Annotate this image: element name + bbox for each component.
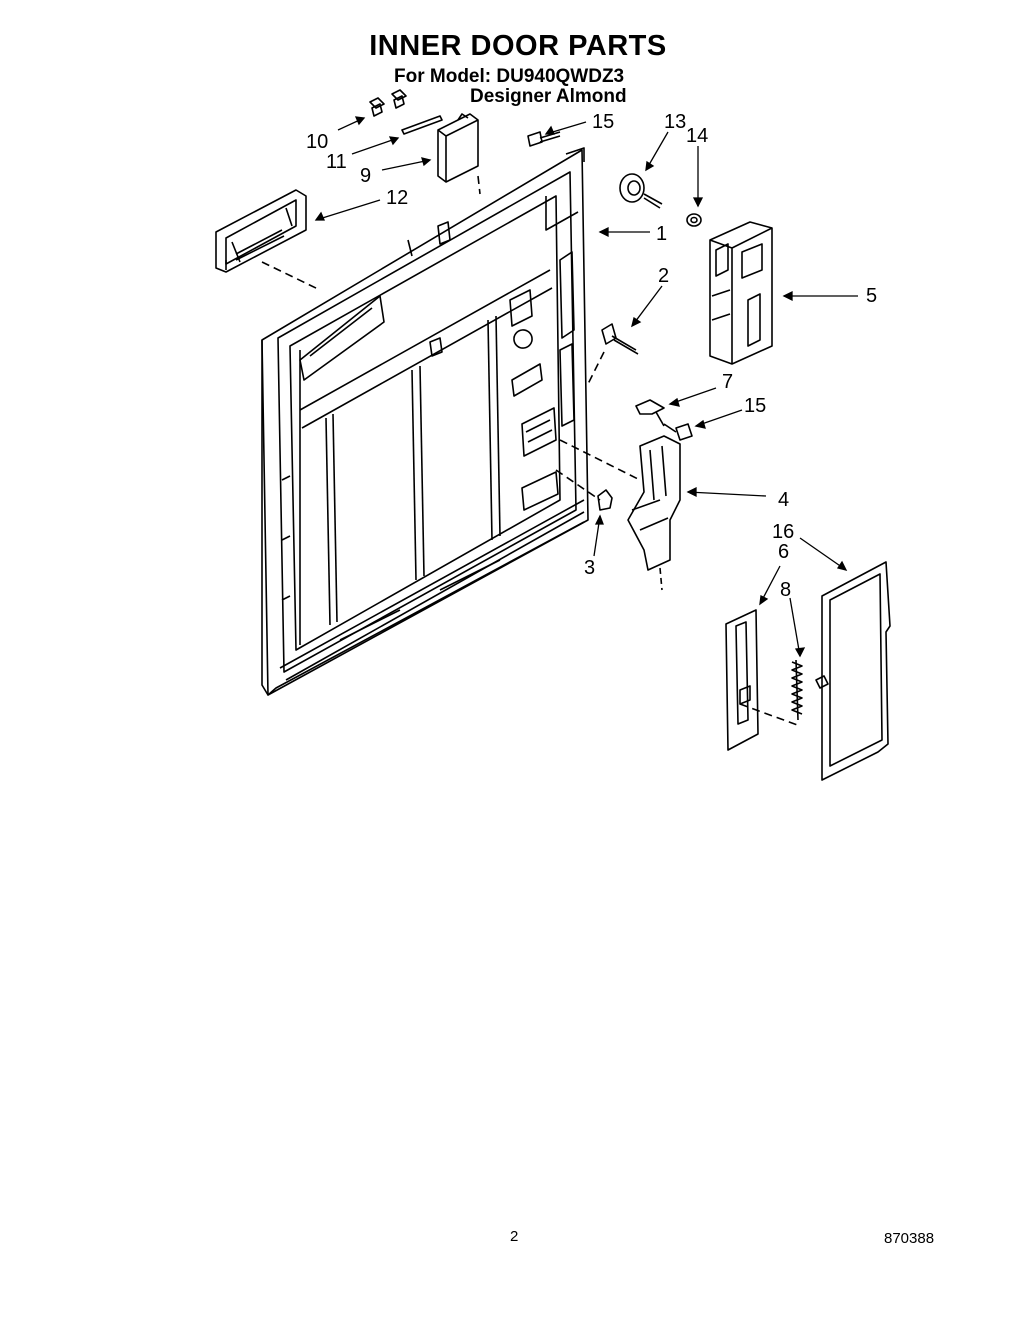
callout-4: 4 <box>778 489 789 511</box>
clip-7 <box>635 399 665 427</box>
alignment-lines <box>261 175 801 727</box>
document-code: 870388 <box>884 1230 935 1247</box>
side-cover-panel <box>815 561 891 781</box>
inner-door-panel <box>261 147 589 696</box>
latch-assembly <box>627 435 681 591</box>
callout-1: 1 <box>656 223 667 245</box>
spring <box>791 659 803 721</box>
small-cover <box>437 113 479 183</box>
callout-labels: 10 11 9 12 15 13 14 1 2 5 7 15 4 3 16 6 … <box>306 111 877 601</box>
color-line: Designer Almond <box>470 86 627 107</box>
callout-16: 16 <box>772 521 794 543</box>
callout-6: 6 <box>778 541 789 563</box>
callout-11: 11 <box>326 151 347 173</box>
callout-8: 8 <box>780 579 791 601</box>
washer <box>686 213 702 227</box>
callout-2: 2 <box>658 265 669 287</box>
callout-5: 5 <box>866 285 877 307</box>
clips <box>369 89 407 117</box>
screw-mid <box>663 423 693 441</box>
page-number: 2 <box>510 1228 519 1245</box>
knob <box>619 173 663 209</box>
pin <box>401 115 443 135</box>
model-line: For Model: DU940QWDZ3 <box>394 66 625 87</box>
page-title: INNER DOOR PARTS <box>369 30 667 62</box>
dispenser-housing <box>709 221 773 365</box>
callout-12: 12 <box>386 187 408 209</box>
parts-artwork <box>215 89 891 781</box>
callout-15-mid: 15 <box>744 395 766 417</box>
slide <box>725 609 759 751</box>
callout-3: 3 <box>584 557 595 579</box>
callout-15-top: 15 <box>592 111 614 133</box>
callout-7: 7 <box>722 371 733 393</box>
callout-13: 13 <box>664 111 686 133</box>
bumper <box>597 489 613 511</box>
callout-10: 10 <box>306 131 328 153</box>
leader-arrows <box>314 116 858 658</box>
screw-top <box>527 131 561 147</box>
door-handle <box>215 189 307 273</box>
callout-14: 14 <box>686 125 708 147</box>
latch-spring <box>601 323 639 355</box>
callout-9: 9 <box>360 165 371 187</box>
